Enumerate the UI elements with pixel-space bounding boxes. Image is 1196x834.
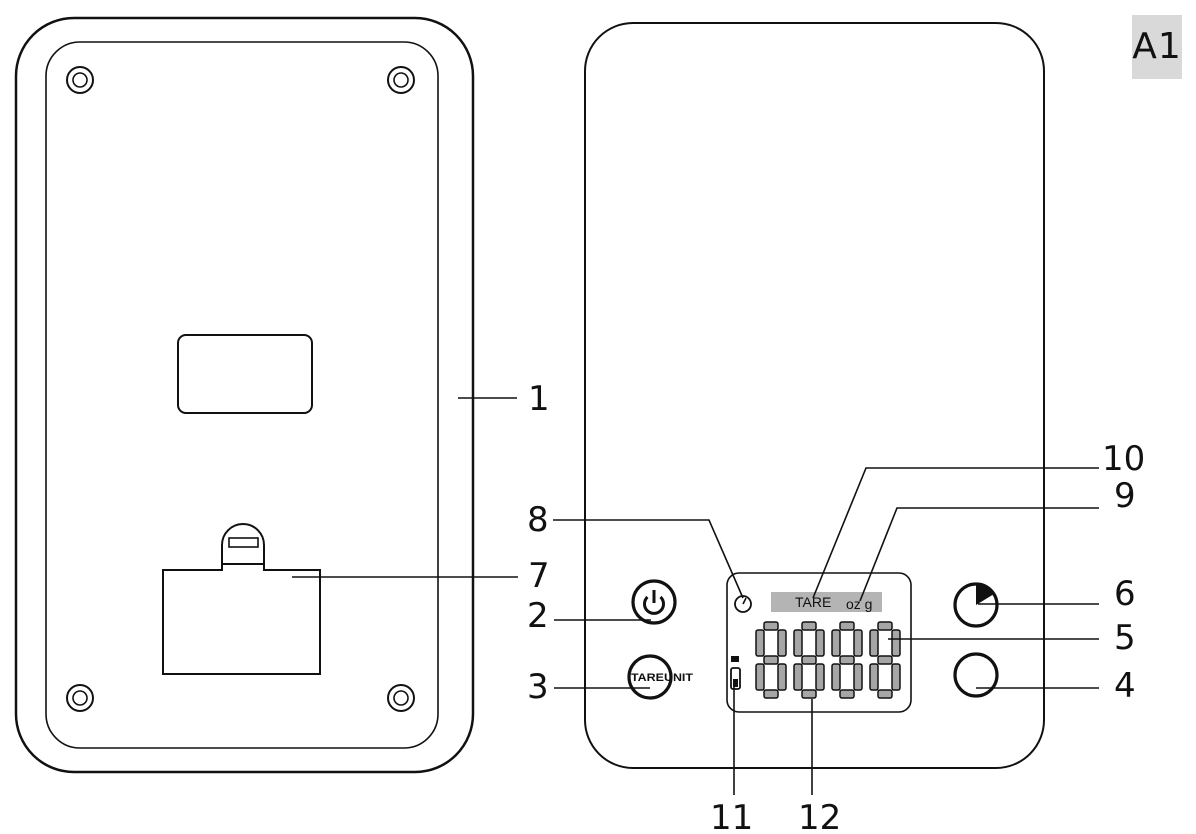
callout-10: 10 — [1102, 439, 1145, 479]
lcd-segment-a — [877, 621, 893, 631]
lcd-segment-b — [853, 629, 863, 657]
lcd-tare-word: TARE — [795, 594, 831, 610]
callout-7: 7 — [528, 556, 550, 596]
stability-indicator-icon — [734, 595, 752, 613]
power-button[interactable] — [631, 579, 677, 625]
lcd-segment-e — [755, 663, 765, 691]
power-icon — [643, 590, 665, 615]
callout-8: 8 — [527, 500, 549, 540]
callout-2: 2 — [527, 596, 549, 636]
leader-lines — [292, 397, 1099, 795]
callout-4: 4 — [1114, 666, 1136, 706]
lcd-segment-d — [763, 689, 779, 699]
callout-1: 1 — [528, 379, 550, 419]
lcd-segment-f — [831, 629, 841, 657]
battery-compartment — [162, 523, 321, 675]
lcd-segment-g — [839, 655, 855, 665]
leader-10 — [812, 467, 1099, 599]
timer-button[interactable] — [953, 582, 999, 628]
battery-icon — [730, 656, 741, 690]
lcd-segment-b — [815, 629, 825, 657]
screw-top-right — [387, 66, 415, 94]
lcd-digit — [869, 621, 901, 699]
digit-area — [755, 621, 901, 699]
callout-6: 6 — [1114, 574, 1136, 614]
callout-3: 3 — [527, 667, 549, 707]
lcd-segment-d — [877, 689, 893, 699]
lcd-segment-c — [891, 663, 901, 691]
label-plate — [177, 334, 313, 414]
scale-top-view — [584, 22, 1045, 769]
lcd-segment-e — [831, 663, 841, 691]
lcd-segment-a — [839, 621, 855, 631]
lcd-units-word: oz g — [846, 596, 872, 612]
lcd-digit — [793, 621, 825, 699]
lcd-segment-f — [869, 629, 879, 657]
lcd-segment-c — [777, 663, 787, 691]
timer-icon — [976, 583, 994, 605]
lcd-segment-a — [801, 621, 817, 631]
callout-12: 12 — [798, 798, 841, 834]
top-platform — [584, 22, 1045, 769]
blank-button[interactable] — [953, 652, 999, 698]
tare-unit-button-label: TAREUNIT — [631, 672, 693, 684]
lcd-frame — [726, 572, 912, 713]
bottom-housing-inner — [45, 41, 439, 749]
battery-cover-latch — [221, 523, 265, 564]
lcd-segment-f — [755, 629, 765, 657]
screw-top-left — [66, 66, 94, 94]
lcd-segment-e — [793, 663, 803, 691]
callout-numbers: 1 7 8 2 3 10 9 6 5 4 11 12 — [527, 379, 1145, 834]
callout-5: 5 — [1114, 618, 1136, 658]
lcd-segment-g — [877, 655, 893, 665]
lcd-segment-e — [869, 663, 879, 691]
lcd-digit — [755, 621, 787, 699]
lcd-segment-f — [793, 629, 803, 657]
lcd-segment-g — [763, 655, 779, 665]
lcd-segment-a — [763, 621, 779, 631]
lcd-segment-b — [777, 629, 787, 657]
callout-9: 9 — [1114, 476, 1136, 516]
lcd-segment-g — [801, 655, 817, 665]
leader-9 — [859, 507, 1099, 602]
lcd-display — [726, 572, 912, 713]
scale-bottom-view — [14, 16, 475, 774]
bottom-housing-outer — [14, 16, 475, 774]
lcd-segment-c — [853, 663, 863, 691]
lcd-digit — [831, 621, 863, 699]
leader-8 — [553, 519, 744, 599]
lcd-segment-b — [891, 629, 901, 657]
tare-unit-button[interactable] — [627, 654, 673, 700]
screw-bottom-right — [387, 684, 415, 712]
figure-label: A1 — [1132, 15, 1182, 79]
callout-11: 11 — [710, 798, 753, 834]
lcd-status-bar — [771, 592, 882, 612]
lcd-segment-c — [815, 663, 825, 691]
lcd-segment-d — [801, 689, 817, 699]
screw-bottom-left — [66, 684, 94, 712]
lcd-segment-d — [839, 689, 855, 699]
